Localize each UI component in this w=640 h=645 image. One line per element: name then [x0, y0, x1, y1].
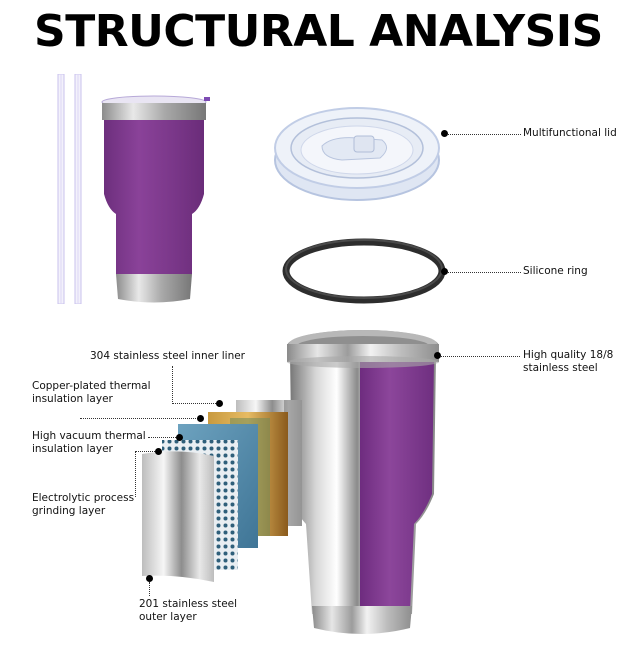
vacuum-label-line1: High vacuum thermal [32, 430, 146, 442]
outer-label-line1: 201 stainless steel [139, 598, 238, 610]
outer-label-line2: outer layer [139, 611, 197, 623]
inner-liner-label: 304 stainless steel inner liner [90, 350, 245, 362]
lid-pointer-dot [441, 130, 448, 137]
electrolytic-label-line1: Electrolytic process [32, 492, 135, 504]
ring-label: Silicone ring [523, 265, 588, 277]
straws-image [56, 73, 86, 305]
body-label-line2: stainless steel [523, 362, 598, 374]
ring-leader-line [447, 272, 521, 273]
copper-dot [197, 415, 204, 422]
inner-liner-leader-h [172, 403, 218, 404]
outer-dot [146, 575, 153, 582]
copper-leader-line [80, 418, 198, 419]
electrolytic-leader-v [135, 451, 136, 497]
vacuum-dot [176, 434, 183, 441]
page-title: STRUCTURAL ANALYSIS [34, 6, 603, 57]
inner-liner-dot [216, 400, 223, 407]
electrolytic-dot [155, 448, 162, 455]
inner-liner-leader-v [172, 366, 173, 402]
tumbler-assembled-image [100, 94, 212, 308]
lid-leader-line [447, 134, 521, 135]
ring-pointer-dot [441, 268, 448, 275]
exploded-layers-image [138, 396, 318, 586]
tumbler-body-image [284, 324, 444, 640]
copper-label-line2: insulation layer [32, 393, 113, 405]
electrolytic-leader-h [135, 451, 157, 452]
body-label-line1: High quality 18/8 [523, 349, 614, 361]
electrolytic-label-line2: grinding layer [32, 505, 106, 517]
vacuum-leader-line [148, 437, 178, 438]
vacuum-label-line2: insulation layer [32, 443, 113, 455]
silicone-ring-image [282, 238, 446, 304]
lid-label: Multifunctional lid [523, 127, 617, 139]
body-pointer-dot [434, 352, 441, 359]
copper-label-line1: Copper-plated thermal [32, 380, 151, 392]
outer-leader-v [149, 582, 150, 596]
lid-image [272, 98, 442, 204]
body-leader-line [440, 356, 520, 357]
